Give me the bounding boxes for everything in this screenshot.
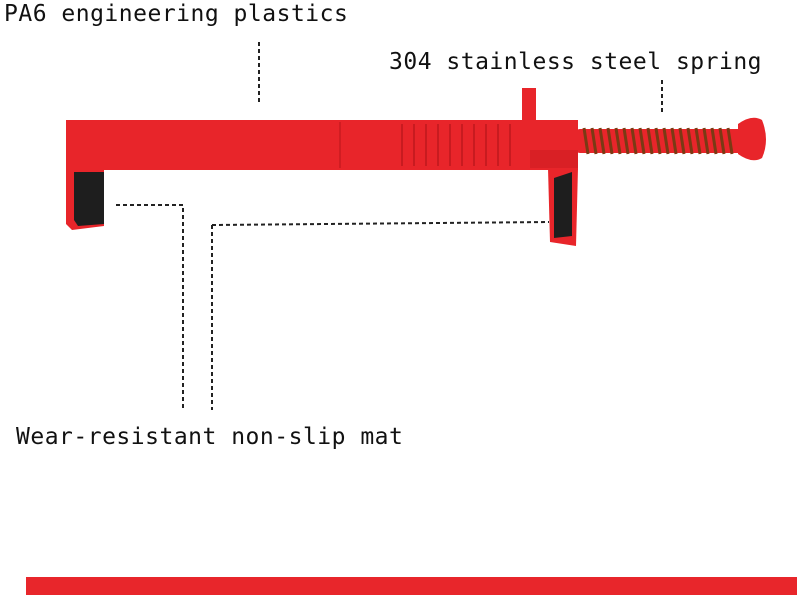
material-label: PA6 engineering plastics bbox=[4, 1, 349, 27]
spring-label: 304 stainless steel spring bbox=[389, 49, 763, 75]
mat-label: Wear-resistant non-slip mat bbox=[16, 424, 404, 450]
bottom-red-bar bbox=[26, 577, 797, 595]
coil-spring-icon bbox=[576, 117, 766, 161]
leader-lines bbox=[116, 42, 663, 410]
rubber-pad-icon bbox=[74, 172, 572, 238]
right-pad-leader-line bbox=[211, 221, 550, 410]
left-pad-leader-line bbox=[116, 204, 184, 410]
